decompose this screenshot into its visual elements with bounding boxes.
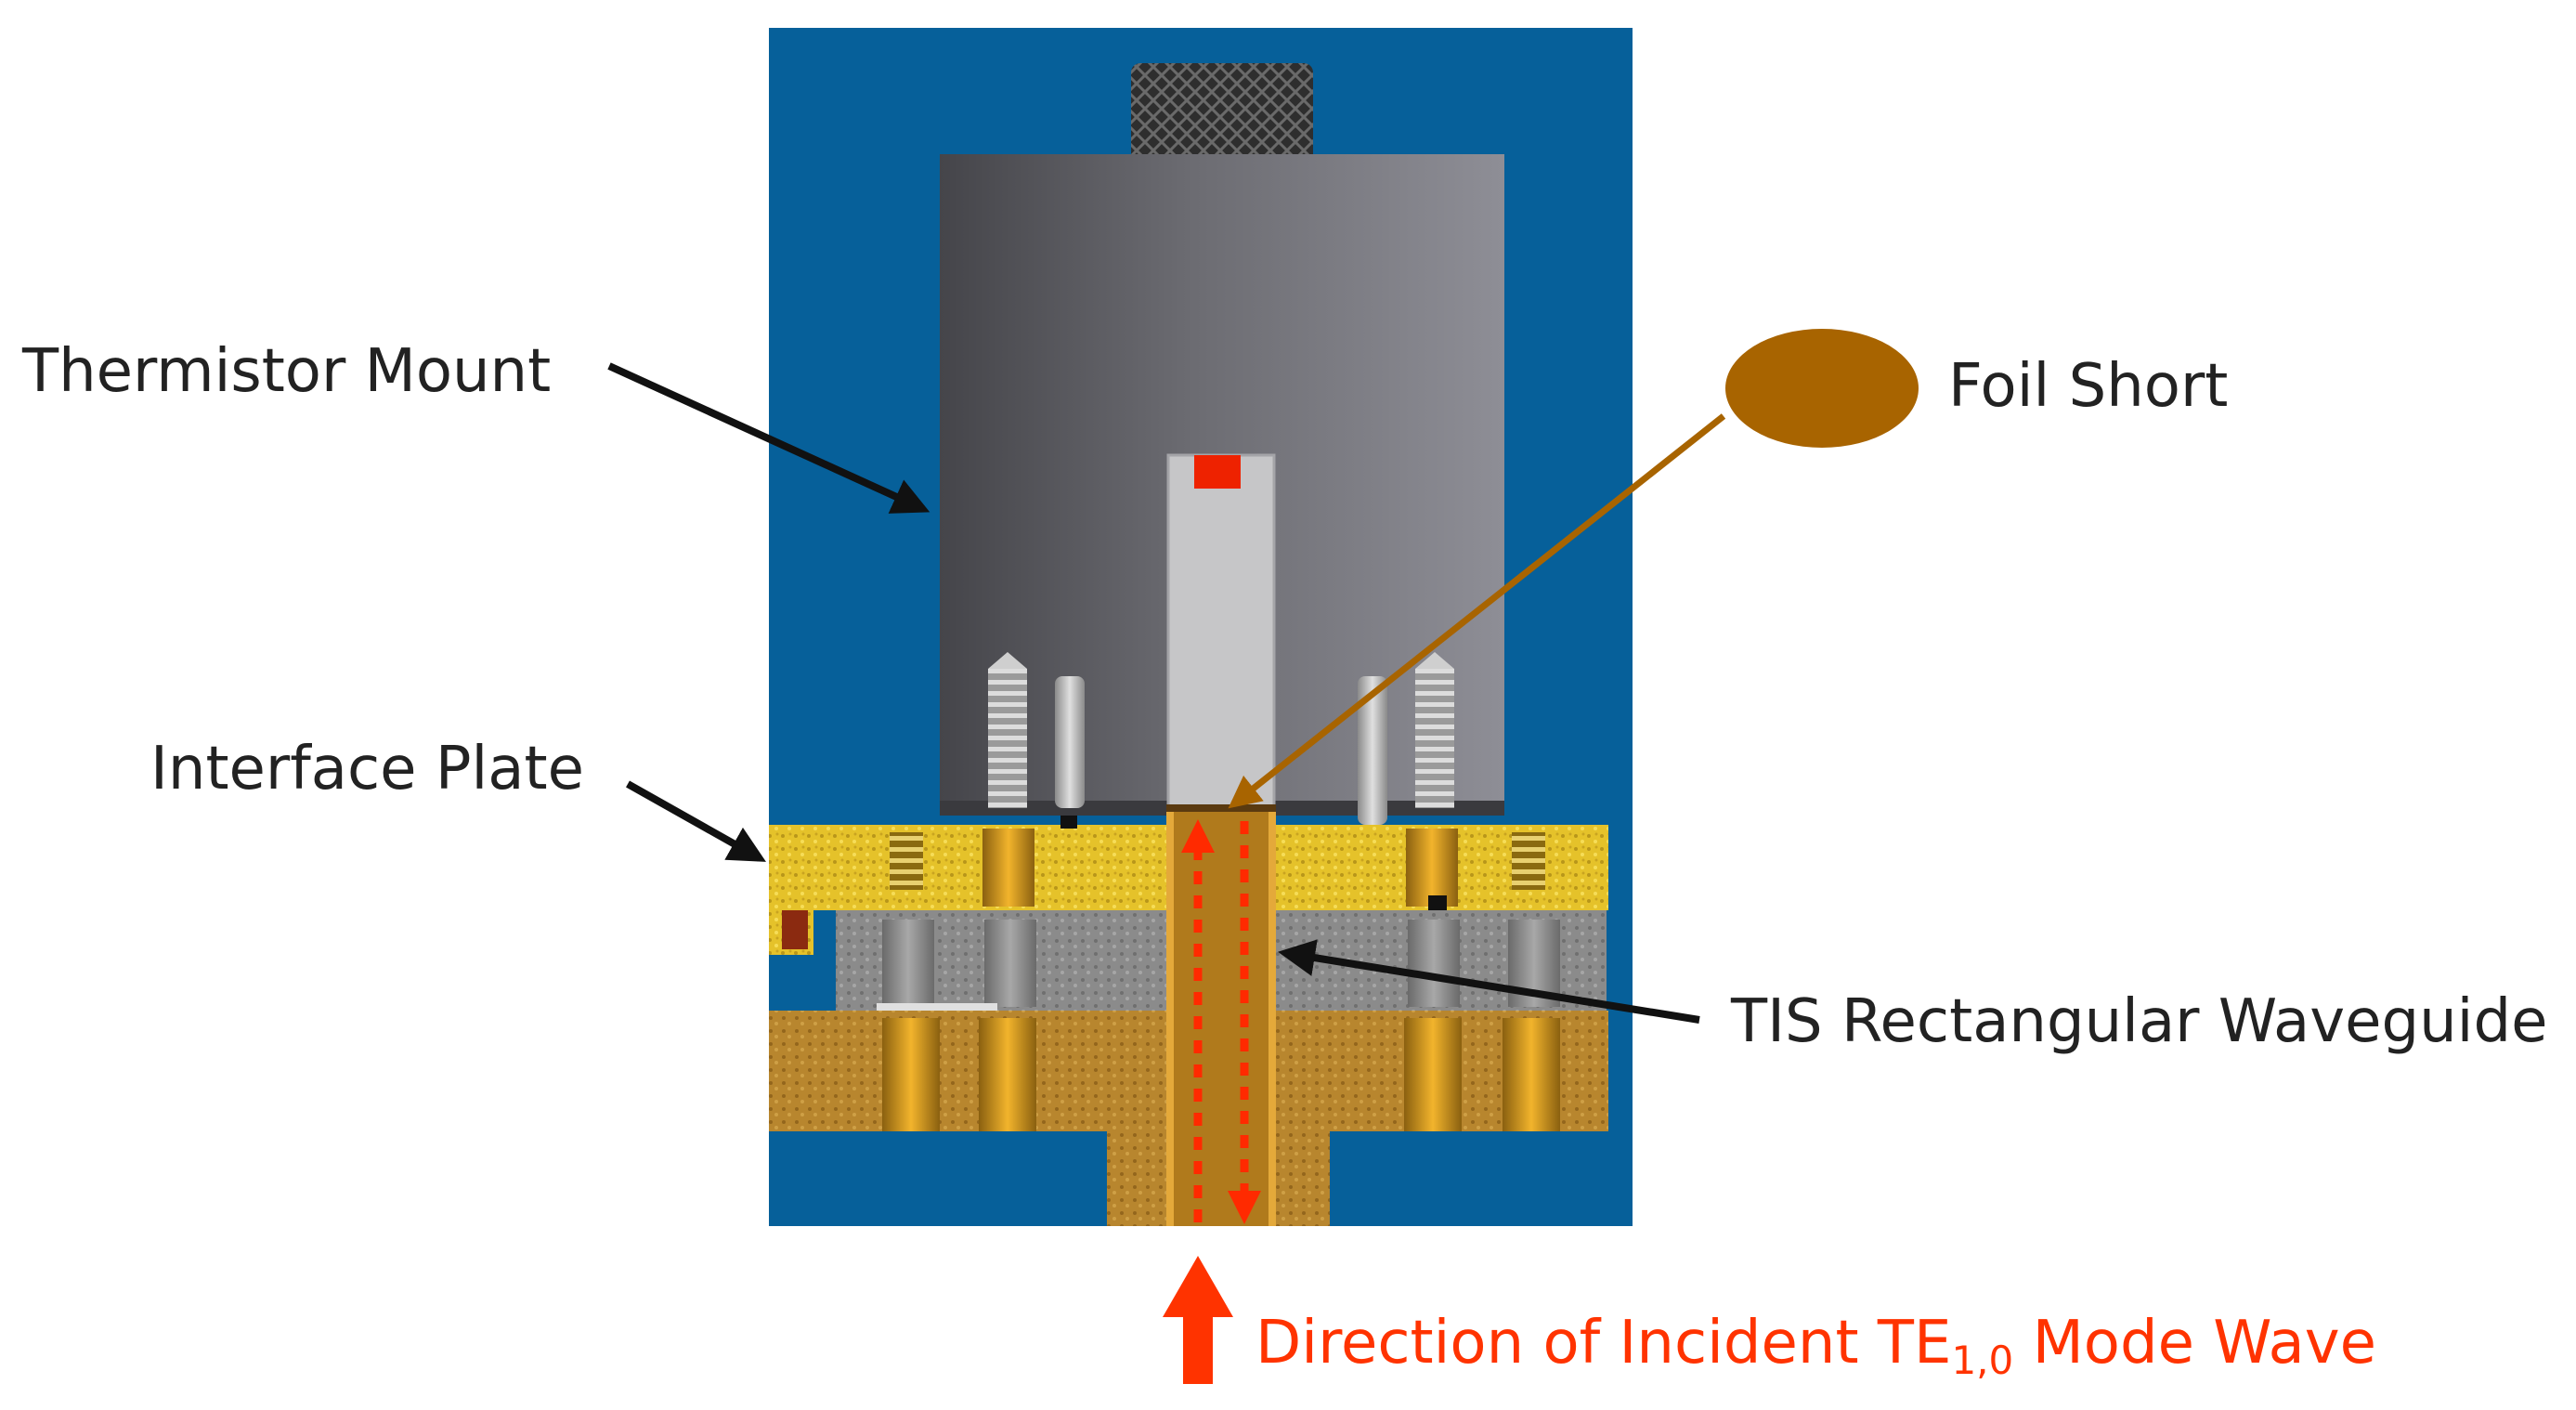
gray-block-cyl-3 <box>1408 920 1460 1007</box>
plate-post-2 <box>1406 829 1458 907</box>
pin-left <box>1055 676 1085 808</box>
foil-short-label: Foil Short <box>1948 352 2229 421</box>
gray-block-cyl-1 <box>882 920 934 1007</box>
thermistor-mount-label: Thermistor Mount <box>22 337 552 406</box>
plate-marker-left <box>1060 816 1077 829</box>
waveguide-arrow <box>1278 939 1700 1024</box>
foil-short-pointer <box>1228 413 1726 809</box>
interface-plate-label: Interface Plate <box>150 735 584 803</box>
incident-direction-arrow <box>1163 1256 1233 1384</box>
pin-right <box>1358 676 1387 825</box>
plate-marker-right <box>1428 895 1447 910</box>
foil-short-layer <box>1166 804 1276 812</box>
screw-left <box>988 669 1027 808</box>
brass-post-4 <box>1503 1018 1560 1131</box>
interface-plate-tab <box>782 910 808 949</box>
waveguide-channel <box>1170 808 1272 1226</box>
screw-right <box>1415 669 1454 808</box>
plate-bolt-2 <box>1512 832 1545 890</box>
foil-short-icon <box>1725 329 1919 448</box>
screw-left-tip <box>988 652 1027 669</box>
thermistor-window <box>1166 453 1276 812</box>
incident-direction-suffix: Mode Wave <box>2013 1309 2376 1377</box>
plate-post-1 <box>982 829 1034 907</box>
gray-block-cyl-2 <box>984 920 1036 1007</box>
incident-direction-mode-subscript: 1,0 <box>1951 1338 2014 1383</box>
plate-bolt-1 <box>890 832 923 890</box>
brass-post-1 <box>882 1018 940 1131</box>
screw-right-tip <box>1415 652 1454 669</box>
thermistor-element <box>1194 455 1241 489</box>
incident-direction-prefix: Direction of Incident TE <box>1255 1309 1952 1377</box>
waveguide-label: TIS Rectangular Waveguide <box>1731 987 2548 1056</box>
interface-plate-arrow <box>626 780 766 862</box>
knurled-knob <box>1131 63 1313 167</box>
waveguide-wall-left <box>1166 808 1174 1226</box>
incident-direction-label: Direction of Incident TE1,0 Mode Wave <box>1255 1313 2376 1380</box>
gray-block-shim <box>877 1003 997 1011</box>
brass-post-3 <box>1404 1018 1462 1131</box>
thermistor-mount-arrow <box>607 362 930 514</box>
brass-post-2 <box>979 1018 1036 1131</box>
waveguide-wall-right <box>1268 808 1276 1226</box>
